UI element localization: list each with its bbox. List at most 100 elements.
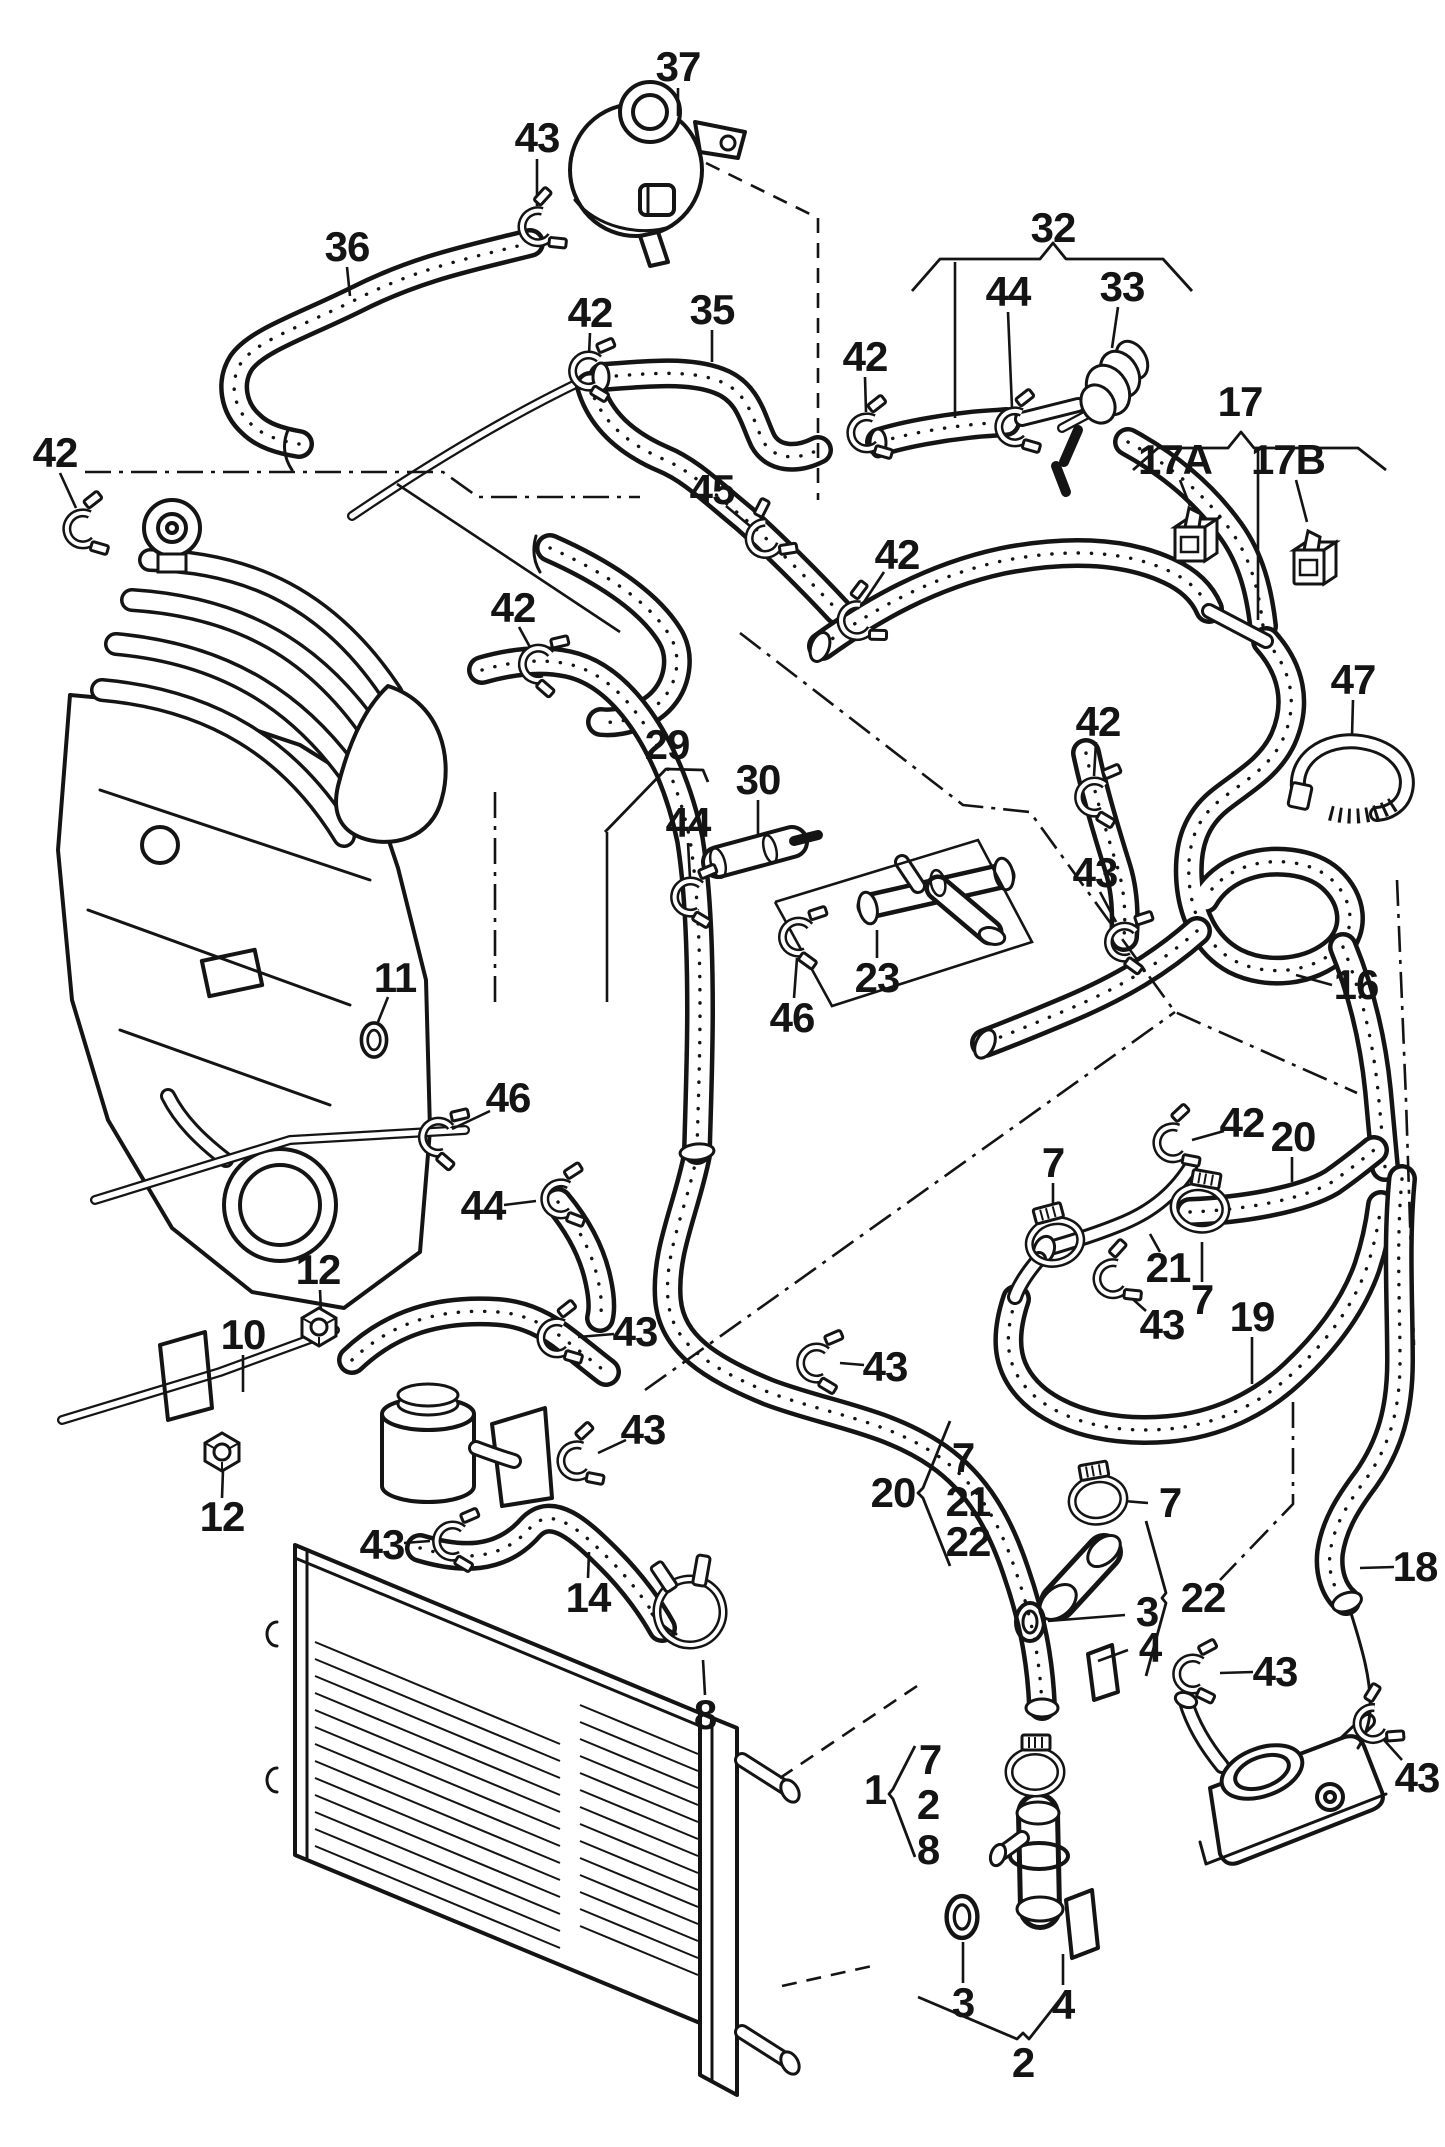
fittings [701,339,1415,1960]
part-label-42-g[interactable]: 42 [1219,1099,1266,1146]
part-label-3-b[interactable]: 3 [951,1979,975,2026]
part-label-42-e[interactable]: 42 [874,531,921,578]
part-label-17[interactable]: 17 [1217,378,1264,425]
part-label-43-tank[interactable]: 43 [514,114,561,161]
part-label-42-c[interactable]: 42 [32,429,79,476]
part-label-16[interactable]: 16 [1333,961,1380,1008]
part-label-47[interactable]: 47 [1330,656,1377,703]
hose-clamp-icon [415,1099,471,1172]
part-label-8-a[interactable]: 8 [693,1691,717,1738]
radiator-fit-dash-lower [781,1964,873,1988]
part-label-7-c[interactable]: 7 [951,1434,975,1481]
hose-clamp-icon [798,1327,844,1395]
leader-line-43-e [577,1332,615,1339]
part-label-43-h[interactable]: 43 [1252,1648,1299,1695]
part-label-12-a[interactable]: 12 [295,1246,342,1293]
part-label-8-b[interactable]: 8 [916,1826,940,1873]
spring-clamp-icon [648,1552,728,1651]
retainer-clip-icon [1173,506,1219,563]
part-label-1[interactable]: 1 [863,1766,887,1813]
center-zone-dashdot [739,631,1358,1095]
hose-clamp-icon [511,185,571,260]
part-label-35[interactable]: 35 [689,286,736,333]
part-label-20-b[interactable]: 20 [870,1469,917,1516]
o-ring-icon [1014,1601,1046,1643]
part-label-45[interactable]: 45 [689,466,736,513]
hose-clamp-icon [570,335,616,403]
retainer-4a [1086,1643,1120,1702]
part-label-7-e[interactable]: 7 [918,1736,942,1783]
radiator-fit-dash-upper [779,1682,921,1780]
part-label-7-b[interactable]: 7 [1190,1276,1214,1323]
leader-line-18 [1359,1565,1395,1570]
part-label-42-b[interactable]: 42 [842,333,889,380]
screw-clamp-icon [1009,1735,1061,1793]
part-label-44-a[interactable]: 44 [985,268,1032,315]
part-label-32[interactable]: 32 [1030,204,1077,251]
part-label-44-c[interactable]: 44 [460,1182,507,1229]
part-label-43-e[interactable]: 43 [612,1308,659,1355]
part-label-42-d[interactable]: 42 [490,584,537,631]
part-label-7-a[interactable]: 7 [1041,1139,1065,1186]
throttle-valve [142,498,202,574]
o-ring-icon [359,1021,389,1059]
part-label-14[interactable]: 14 [565,1574,612,1621]
part-label-2-c[interactable]: 2 [1011,2039,1035,2086]
part-label-17A[interactable]: 17A [1137,436,1213,483]
part-label-21-a[interactable]: 21 [1145,1244,1192,1291]
part-label-42-f[interactable]: 42 [1075,698,1122,745]
leader-line-17B [1294,479,1309,523]
leader-line-42-g [1191,1129,1225,1142]
part-label-46-b[interactable]: 46 [485,1074,532,1121]
part-label-7-d[interactable]: 7 [1158,1479,1182,1526]
part-label-11[interactable]: 11 [373,954,417,1001]
valve-30 [701,825,823,879]
part-label-37[interactable]: 37 [655,43,702,90]
part-label-43-b[interactable]: 43 [1072,849,1119,896]
part-label-36[interactable]: 36 [324,223,371,270]
part-label-29[interactable]: 29 [644,721,691,768]
t-piece-23 [856,854,1016,946]
part-label-4-a[interactable]: 4 [1138,1624,1162,1671]
part-label-22-a[interactable]: 22 [945,1518,992,1565]
o-ring-icon [947,1896,978,1938]
leader-line-42-d [517,626,533,650]
part-label-43-g[interactable]: 43 [620,1406,667,1453]
part-label-21-b[interactable]: 21 [945,1478,992,1525]
part-label-43-c[interactable]: 43 [1139,1301,1186,1348]
part-label-19[interactable]: 19 [1229,1293,1276,1340]
group-bracket-2 [917,1995,1064,2041]
group-bracket-22 [1144,1520,1168,1677]
leader-line-3-a [1047,1613,1126,1623]
hose-clamp-icon [1342,1681,1409,1757]
part-label-42-a[interactable]: 42 [567,289,614,336]
part-label-30[interactable]: 30 [735,756,782,803]
leader-line-43-g [597,1438,627,1455]
part-label-2-a[interactable]: 2 [916,1781,940,1828]
group-bracket-29 [603,767,710,833]
part-label-4-b[interactable]: 4 [1051,1981,1075,2028]
part-label-23[interactable]: 23 [854,954,901,1001]
reservoir-tank [380,1382,554,1508]
part-label-46-a[interactable]: 46 [769,994,816,1041]
hose-clamp-icon [552,1421,608,1494]
part-label-43-f[interactable]: 43 [862,1343,909,1390]
leader-line-17A [1178,479,1192,507]
engine-assembly [56,375,589,1310]
part-label-20-a[interactable]: 20 [1270,1113,1317,1160]
part-label-3-a[interactable]: 3 [1135,1588,1159,1635]
leader-line-33 [1110,306,1120,349]
part-label-43-i[interactable]: 43 [1394,1754,1441,1801]
hoses [234,243,1402,1717]
leader-line-12-b [220,1469,225,1499]
part-label-10[interactable]: 10 [220,1311,267,1358]
part-label-43-d[interactable]: 43 [359,1521,406,1568]
part-label-18[interactable]: 18 [1392,1543,1439,1590]
part-label-12-b[interactable]: 12 [199,1493,246,1540]
part-label-22-b[interactable]: 22 [1180,1574,1227,1621]
part-label-44-b[interactable]: 44 [665,799,712,846]
part-label-33[interactable]: 33 [1099,263,1146,310]
leader-line-43-b [1098,891,1118,923]
hose-clamp-icon [61,490,112,561]
part-label-17B[interactable]: 17B [1250,436,1326,483]
